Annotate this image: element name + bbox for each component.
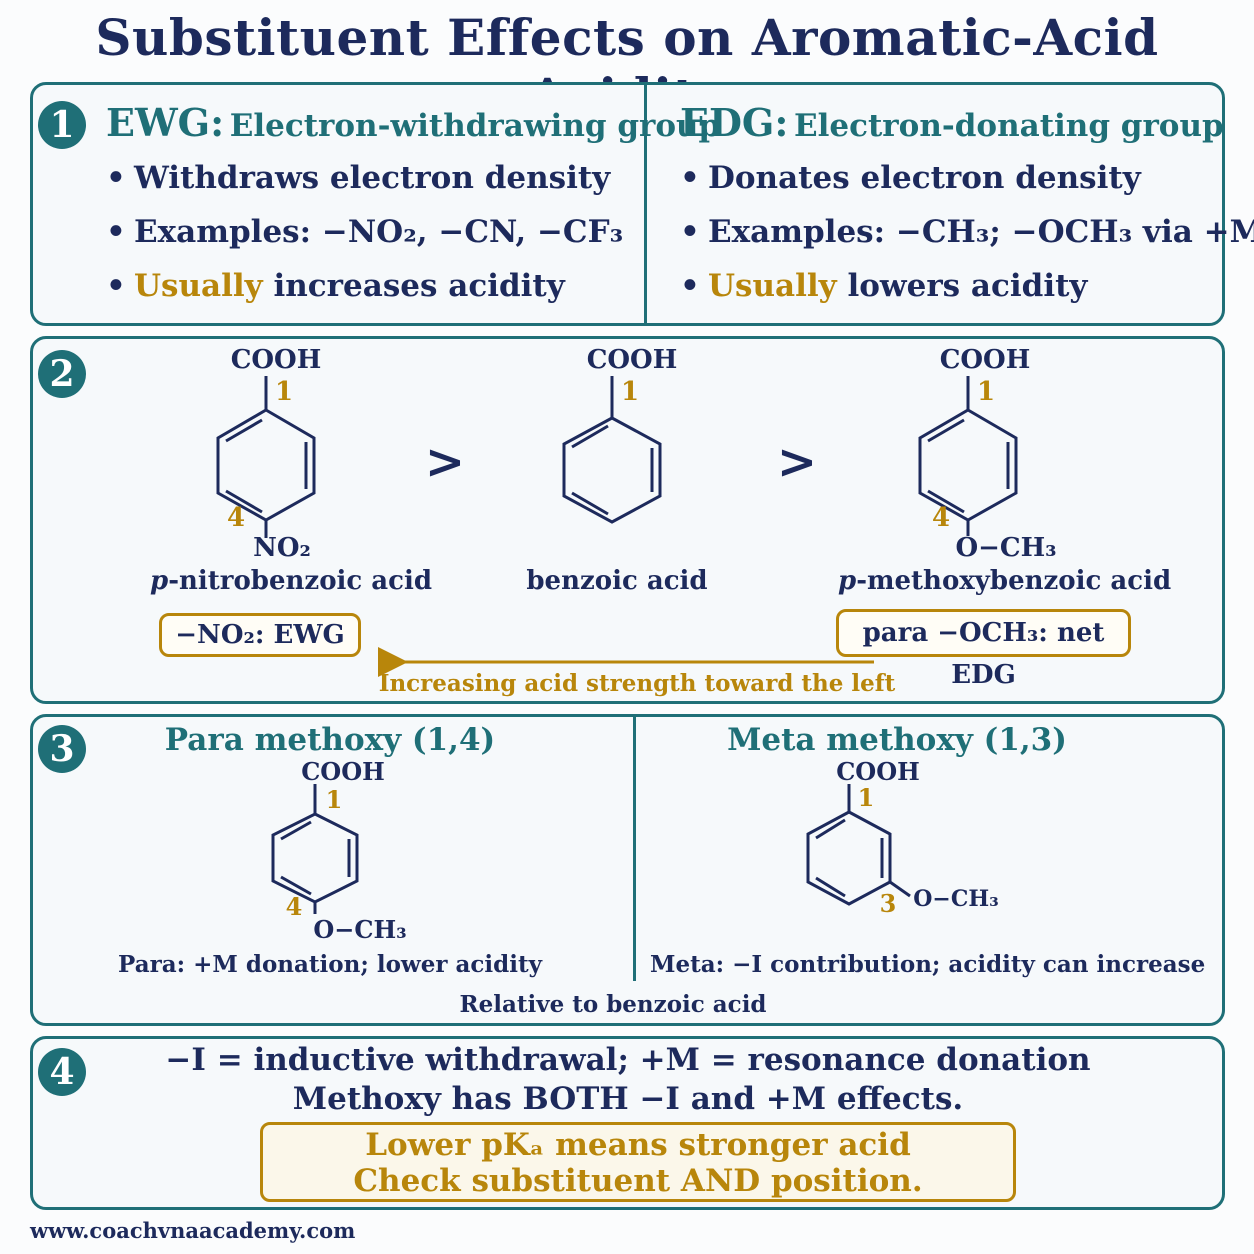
section-4-badge: 4 — [38, 1048, 86, 1096]
edg-bullet-2-prefix: Examples: — [708, 214, 896, 250]
nitro-cooh-label: COOH — [231, 345, 322, 375]
methoxy-pos4: 4 — [932, 503, 950, 533]
footer-url: www.coachvnaacademy.com — [30, 1218, 356, 1243]
ewg-bullet-3-rest: increases acidity — [262, 268, 565, 304]
meta-cooh: COOH — [836, 757, 920, 786]
para-heading: Para methoxy (1,4) — [164, 722, 496, 758]
meta-pos3: 3 — [880, 889, 897, 918]
meta-heading: Meta methoxy (1,3) — [727, 722, 1067, 758]
benzoic-pos1: 1 — [621, 377, 639, 407]
edg-heading: EDG: Electron-donating group — [680, 100, 1224, 145]
para-cooh: COOH — [301, 757, 385, 786]
nitro-pos4: 4 — [227, 503, 245, 533]
section-3-badge: 3 — [38, 725, 86, 773]
para-note: Para: +M donation; lower acidity — [118, 951, 542, 978]
ewg-heading: EWG: Electron-withdrawing group — [106, 100, 720, 145]
section-3-structures: COOH 1 4 O−CH₃ COOH 1 3 O−CH₃ — [271, 757, 999, 944]
nitro-substituent: NO₂ — [253, 533, 311, 563]
meta-ring — [806, 784, 911, 906]
section-2-badge: 2 — [38, 350, 86, 398]
para-ring — [271, 784, 359, 914]
section-3-panel — [30, 714, 1225, 1026]
ewg-bullet-1: •Withdraws electron density — [106, 160, 611, 196]
ewg-examples-formula: −NO₂, −CN, −CF₃ — [321, 214, 624, 250]
meta-pos1: 1 — [858, 783, 875, 812]
methoxy-tag: para −OCH₃: net EDG — [836, 609, 1131, 690]
edg-usually: Usually — [708, 268, 837, 304]
ewg-abbr: EWG: — [106, 100, 225, 145]
meta-note: Meta: −I contribution; acidity can incre… — [650, 951, 1206, 978]
para-pos1: 1 — [326, 785, 343, 814]
nitrobenzoic-ring — [216, 376, 316, 538]
ewg-bullet-3: •Usually increases acidity — [106, 268, 565, 304]
ewg-usually: Usually — [134, 268, 263, 304]
nitro-tag: −NO₂: EWG — [159, 613, 361, 657]
methoxybenzoic-ring — [918, 376, 1018, 536]
methoxy-name-prefix: p — [838, 566, 857, 596]
definition-line: −I = inductive withdrawal; +M = resonanc… — [165, 1042, 1091, 1078]
takeaway-line-2: Check substituent AND position. — [353, 1163, 923, 1199]
methoxy-name: p-methoxybenzoic acid — [838, 566, 1171, 596]
methoxy-pos1: 1 — [977, 377, 995, 407]
ewg-full: Electron-withdrawing group — [229, 108, 721, 144]
methoxy-cooh-label: COOH — [940, 345, 1031, 375]
edg-abbr: EDG: — [680, 100, 789, 145]
acid-strength-caption: Increasing acid strength toward the left — [378, 670, 896, 697]
ewg-bullet-2-prefix: Examples: — [134, 214, 322, 250]
edg-examples-formula: −CH₃; −OCH₃ via +M — [895, 214, 1254, 250]
methoxy-name-rest: -methoxybenzoic acid — [856, 566, 1172, 596]
edg-bullet-3: •Usually lowers acidity — [680, 268, 1088, 304]
para-substituent: O−CH₃ — [313, 915, 406, 944]
ewg-bullet-2: •Examples: −NO₂, −CN, −CF₃ — [106, 214, 624, 250]
relative-note: Relative to benzoic acid — [459, 991, 767, 1018]
section-1-panel — [30, 82, 1225, 326]
nitro-pos1: 1 — [275, 377, 293, 407]
greater-than-2: > — [777, 434, 817, 490]
key-takeaway-box: Lower pKₐ means stronger acid Check subs… — [260, 1122, 1016, 1202]
para-pos4: 4 — [286, 892, 303, 921]
methoxy-effects-line: Methoxy has BOTH −I and +M effects. — [292, 1081, 964, 1117]
meta-substituent: O−CH₃ — [913, 886, 999, 912]
edg-bullet-1-text: Donates electron density — [708, 160, 1141, 196]
methoxy-substituent: O−CH₃ — [955, 533, 1056, 563]
nitro-name-rest: -nitrobenzoic acid — [168, 566, 433, 596]
takeaway-line-1: Lower pKₐ means stronger acid — [365, 1127, 911, 1163]
nitro-name-prefix: p — [150, 566, 169, 596]
section-3-divider — [633, 716, 636, 981]
benzoic-name: benzoic acid — [526, 566, 708, 596]
edg-bullet-2: •Examples: −CH₃; −OCH₃ via +M — [680, 214, 1254, 250]
edg-full: Electron-donating group — [793, 108, 1224, 144]
edg-bullet-1: •Donates electron density — [680, 160, 1141, 196]
ewg-bullet-1-text: Withdraws electron density — [134, 160, 611, 196]
greater-than-1: > — [425, 434, 465, 490]
nitro-name: p-nitrobenzoic acid — [150, 566, 432, 596]
section-1-divider — [644, 84, 647, 324]
section-1-badge: 1 — [38, 101, 86, 149]
edg-bullet-3-rest: lowers acidity — [836, 268, 1088, 304]
section-2-structures: COOH 1 4 NO₂ > COOH 1 > COOH 1 4 O−CH₃ — [216, 345, 1057, 677]
benzoic-ring — [562, 376, 662, 524]
benzoic-cooh-label: COOH — [587, 345, 678, 375]
